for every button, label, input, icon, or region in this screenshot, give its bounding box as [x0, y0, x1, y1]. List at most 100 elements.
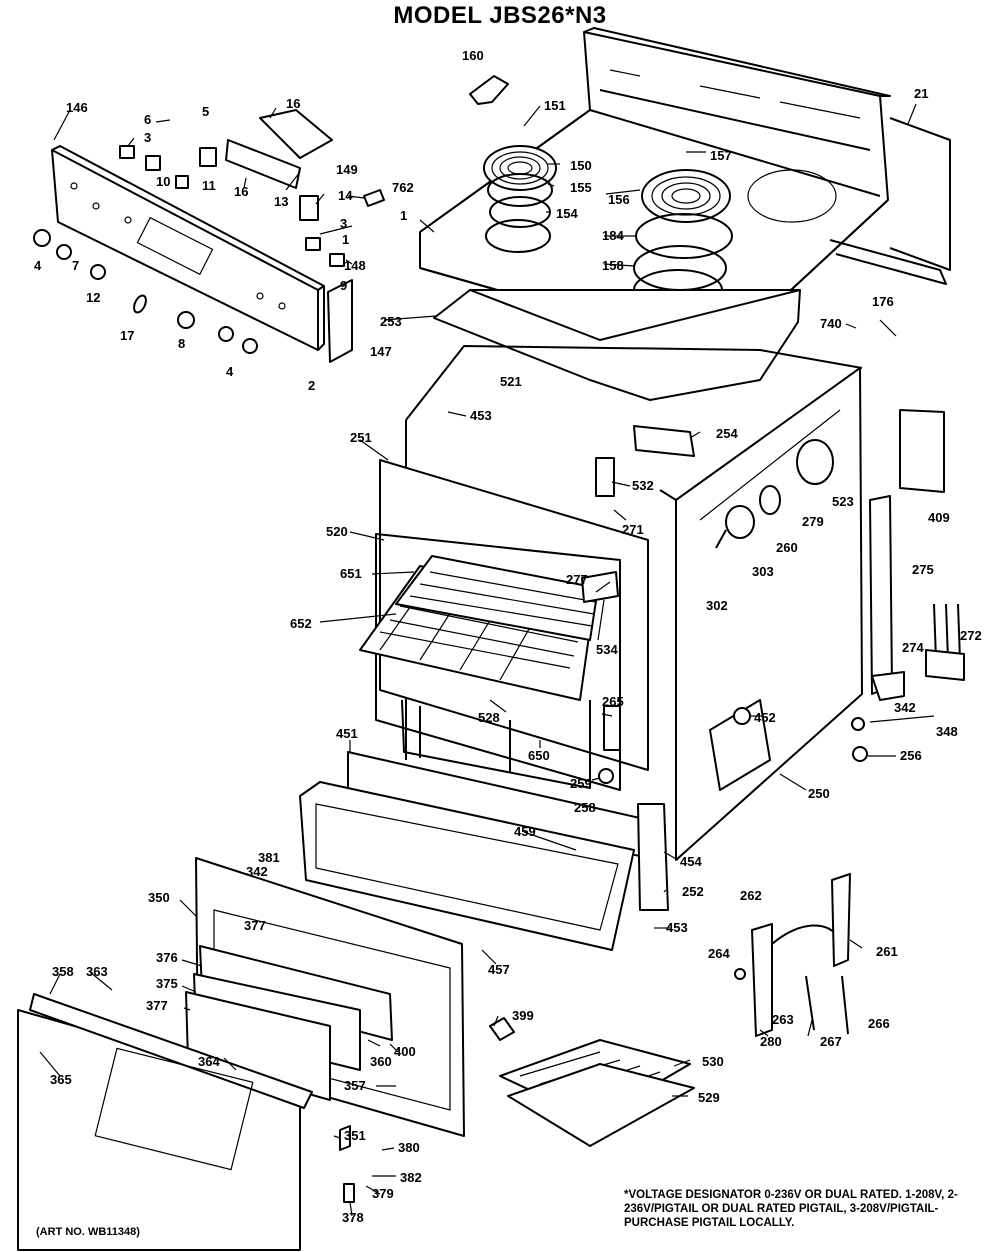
voltage-footnote: *VOLTAGE DESIGNATOR 0-236V OR DUAL RATED…	[624, 1189, 958, 1229]
part-label-260: 260	[776, 540, 798, 555]
part-label-377: 377	[146, 998, 168, 1013]
part-label-7: 7	[72, 258, 79, 273]
part-label-399: 399	[512, 1008, 534, 1023]
part-label-1: 1	[400, 208, 407, 223]
part-label-160: 160	[462, 48, 484, 63]
part-label-740: 740	[820, 316, 842, 331]
part-label-259: 259	[570, 776, 592, 791]
part-label-350: 350	[148, 890, 170, 905]
part-label-158: 158	[602, 258, 624, 273]
part-label-303: 303	[752, 564, 774, 579]
part-label-267: 267	[820, 1034, 842, 1049]
part-label-360: 360	[370, 1054, 392, 1069]
part-label-252: 252	[682, 884, 704, 899]
part-label-4: 4	[226, 364, 234, 379]
side-components	[581, 409, 965, 791]
part-label-6: 6	[144, 112, 151, 127]
part-label-16: 16	[234, 184, 248, 199]
part-label-148: 148	[344, 258, 366, 273]
part-label-277: 277	[566, 572, 588, 587]
part-label-279: 279	[802, 514, 824, 529]
part-label-155: 155	[570, 180, 592, 195]
part-label-5: 5	[202, 104, 209, 119]
part-label-364: 364	[198, 1054, 220, 1069]
surface-units	[483, 145, 733, 311]
part-label-358: 358	[52, 964, 74, 979]
part-label-266: 266	[868, 1016, 890, 1031]
part-label-375: 375	[156, 976, 178, 991]
part-label-4: 4	[34, 258, 42, 273]
oven-door-assembly	[17, 751, 669, 1251]
part-label-379: 379	[372, 1186, 394, 1201]
part-label-650: 650	[528, 748, 550, 763]
part-label-528: 528	[478, 710, 500, 725]
part-label-342: 342	[246, 864, 268, 879]
part-label-652: 652	[290, 616, 312, 631]
part-label-400: 400	[394, 1044, 416, 1059]
hinge-parts	[339, 873, 851, 1203]
part-label-2: 2	[308, 378, 315, 393]
part-label-258: 258	[574, 800, 596, 815]
part-label-381: 381	[258, 850, 280, 865]
part-label-363: 363	[86, 964, 108, 979]
part-label-147: 147	[370, 344, 392, 359]
part-label-12: 12	[86, 290, 100, 305]
part-label-14: 14	[338, 188, 353, 203]
part-label-261: 261	[876, 944, 898, 959]
part-label-376: 376	[156, 950, 178, 965]
part-label-280: 280	[760, 1034, 782, 1049]
art-number: (ART NO. WB11348)	[36, 1226, 140, 1238]
part-labels: 146 6 5 3 10 11 16 16 149 14 13 762 3 1 …	[34, 48, 982, 1225]
part-label-8: 8	[178, 336, 185, 351]
part-label-378: 378	[342, 1210, 364, 1225]
part-label-271: 271	[622, 522, 644, 537]
part-label-3: 3	[144, 130, 151, 145]
switches	[119, 75, 509, 363]
part-label-151: 151	[544, 98, 566, 113]
part-label-275: 275	[912, 562, 934, 577]
part-label-382: 382	[400, 1170, 422, 1185]
part-label-272: 272	[960, 628, 982, 643]
part-label-263: 263	[772, 1012, 794, 1027]
part-label-250: 250	[808, 786, 830, 801]
part-label-264: 264	[708, 946, 730, 961]
part-label-520: 520	[326, 524, 348, 539]
part-label-302: 302	[706, 598, 728, 613]
part-label-451: 451	[336, 726, 358, 741]
part-label-351: 351	[344, 1128, 366, 1143]
control-panel	[51, 145, 325, 351]
part-label-377: 377	[244, 918, 266, 933]
part-label-16: 16	[286, 96, 300, 111]
part-label-254: 254	[716, 426, 738, 441]
part-label-529: 529	[698, 1090, 720, 1105]
part-label-348: 348	[936, 724, 958, 739]
control-knobs	[33, 229, 258, 354]
part-label-409: 409	[928, 510, 950, 525]
part-label-274: 274	[902, 640, 924, 655]
part-label-176: 176	[872, 294, 894, 309]
part-label-521: 521	[500, 374, 522, 389]
part-label-265: 265	[602, 694, 624, 709]
part-label-149: 149	[336, 162, 358, 177]
part-label-530: 530	[702, 1054, 724, 1069]
part-label-534: 534	[596, 642, 618, 657]
part-label-457: 457	[488, 962, 510, 977]
broiler-pan	[489, 1017, 695, 1147]
part-label-1: 1	[342, 232, 349, 247]
part-label-357: 357	[344, 1078, 366, 1093]
part-label-21: 21	[914, 86, 928, 101]
part-label-184: 184	[602, 228, 624, 243]
part-label-651: 651	[340, 566, 362, 581]
part-label-365: 365	[50, 1072, 72, 1087]
part-label-146: 146	[66, 100, 88, 115]
part-label-150: 150	[570, 158, 592, 173]
leader-lines	[39, 103, 935, 1217]
part-label-523: 523	[832, 494, 854, 509]
part-label-11: 11	[202, 178, 216, 193]
part-label-452: 452	[754, 710, 776, 725]
part-label-453: 453	[470, 408, 492, 423]
part-label-3: 3	[340, 216, 347, 231]
part-label-10: 10	[156, 174, 170, 189]
part-label-13: 13	[274, 194, 288, 209]
